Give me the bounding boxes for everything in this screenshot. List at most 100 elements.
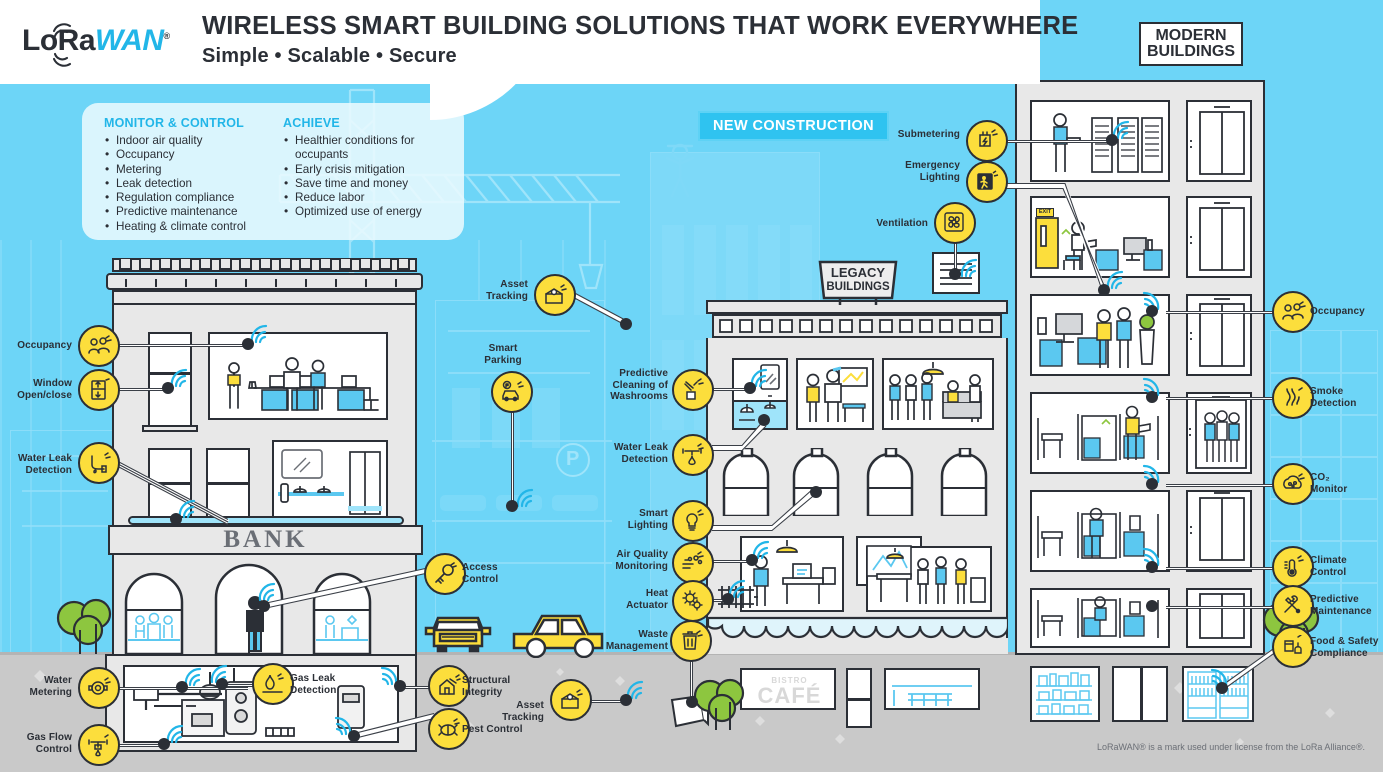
exit-icon: [977, 170, 999, 190]
gas-valve-icon: [88, 734, 109, 757]
badge-co2-monitor[interactable]: [1272, 463, 1314, 505]
gear-icon: [682, 590, 703, 611]
info-item: Heating & climate control: [104, 219, 269, 234]
label-gas-leak-detection: Gas Leak Detection: [290, 673, 337, 696]
info-item: Occupancy: [104, 147, 269, 162]
footer-trademark: LoRaWAN® is a mark used under license fr…: [1096, 742, 1365, 752]
badge-water-leak-legacy[interactable]: [672, 434, 714, 476]
wireless-arcs-icon: [52, 23, 72, 67]
badge-predictive-maintenance[interactable]: [1272, 585, 1314, 627]
connector-line: [1220, 645, 1280, 691]
occupancy-icon: [88, 335, 112, 354]
awning: [706, 616, 1008, 639]
wireless-wave-icon: [258, 582, 276, 602]
label-pest-control: Pest Control: [462, 724, 523, 735]
connector-line: [263, 566, 431, 610]
cafe-main-text: CAFÉ: [757, 683, 822, 708]
info-column-achieve: ACHIEVE Healthier conditions for occupan…: [283, 116, 448, 234]
air-quality-icon: [682, 551, 704, 569]
header-band: [0, 0, 1040, 84]
modern-line1: MODERN: [1155, 26, 1227, 44]
info-item: Predictive maintenance: [104, 204, 269, 219]
badge-submetering[interactable]: [966, 120, 1008, 162]
badge-gas-leak-detection[interactable]: [252, 663, 294, 705]
badge-heat-actuator[interactable]: [672, 580, 714, 622]
asset-tracking-icon: [545, 284, 567, 304]
badge-asset-tracking-crane[interactable]: [534, 274, 576, 316]
fan-icon: [944, 212, 964, 232]
badge-water-metering[interactable]: [78, 667, 120, 709]
connector-line: [1166, 606, 1276, 609]
label-water-leak-left: Water Leak Detection: [18, 453, 72, 476]
tree-icon: [56, 598, 112, 654]
info-item: Leak detection: [104, 176, 269, 191]
asset-tracking-icon: [561, 689, 583, 709]
logo-registered: ®: [163, 31, 171, 41]
sensor-dot: [620, 318, 632, 330]
connector-line: [118, 388, 168, 391]
badge-structural-integrity[interactable]: [428, 665, 470, 707]
badge-air-quality[interactable]: [672, 542, 714, 584]
sensor-dot: [810, 486, 822, 498]
modern-line2: BUILDINGS: [1147, 43, 1235, 60]
label-access-control: Access Control: [462, 562, 499, 585]
badge-asset-tracking-bottom[interactable]: [550, 679, 592, 721]
badge-waste-management[interactable]: [670, 620, 712, 662]
sensor-dot: [506, 500, 518, 512]
sensor-dot: [394, 680, 406, 692]
badge-window-open-close[interactable]: [78, 369, 120, 411]
sensor-dot: [216, 678, 228, 690]
exit-sign: EXIT: [1036, 208, 1054, 217]
badge-climate-control[interactable]: [1272, 546, 1314, 588]
water-leak-icon: [91, 452, 111, 474]
occupancy-icon: [1282, 301, 1306, 320]
sensor-dot: [1146, 478, 1158, 490]
info-column-monitor: MONITOR & CONTROL Indoor air quality Occ…: [104, 116, 269, 234]
label-occupancy-left: Occupancy: [17, 340, 72, 351]
sensor-dot: [1098, 284, 1110, 296]
info-item: Early crisis mitigation: [283, 162, 448, 177]
connector-line: [398, 686, 432, 689]
badge-water-leak-left[interactable]: [78, 442, 120, 484]
label-waste-management: Waste Management: [605, 629, 668, 652]
badge-predictive-cleaning[interactable]: [672, 369, 714, 411]
label-occupancy-right: Occupancy: [1310, 306, 1365, 317]
connector-line: [1166, 567, 1276, 570]
person-figure: [246, 596, 264, 652]
gas-leak-icon: [262, 673, 284, 693]
badge-pest-control[interactable]: [428, 708, 470, 750]
badge-gas-flow-control[interactable]: [78, 724, 120, 766]
badge-occupancy-left[interactable]: [78, 325, 120, 367]
sensor-dot: [744, 382, 756, 394]
info-item: Reduce labor: [283, 190, 448, 205]
badge-smoke-detection[interactable]: [1272, 377, 1314, 419]
badge-access-control[interactable]: [424, 553, 466, 595]
badge-occupancy-right[interactable]: [1272, 291, 1314, 333]
bulb-icon: [686, 509, 704, 531]
bank-sign: BANK: [108, 525, 423, 555]
sensor-dot: [1146, 391, 1158, 403]
lorawan-logo: LoRaWAN®: [22, 14, 192, 70]
badge-smart-parking[interactable]: [491, 371, 533, 413]
sensor-dot: [176, 681, 188, 693]
sensor-dot: [170, 513, 182, 525]
sign-new-construction: NEW CONSTRUCTION: [698, 111, 890, 141]
water-meter-icon: [88, 677, 111, 695]
sensor-dot: [158, 738, 170, 750]
info-heading-monitor: MONITOR & CONTROL: [104, 116, 244, 130]
badge-smart-lighting[interactable]: [672, 500, 714, 542]
label-climate-control: Climate Control: [1310, 555, 1347, 578]
sensor-dot: [746, 554, 758, 566]
sensor-dot: [722, 593, 734, 605]
waste-icon: [682, 630, 703, 650]
structure-icon: [439, 674, 461, 695]
info-item: Save time and money: [283, 176, 448, 191]
label-gas-flow-control: Gas Flow Control: [26, 732, 72, 755]
badge-emergency-lighting[interactable]: [966, 161, 1008, 203]
label-smart-lighting: Smart Lighting: [627, 508, 668, 531]
connector-line: [590, 700, 628, 703]
badge-ventilation[interactable]: [934, 202, 976, 244]
badge-food-safety[interactable]: [1272, 626, 1314, 668]
sensor-dot: [162, 382, 174, 394]
